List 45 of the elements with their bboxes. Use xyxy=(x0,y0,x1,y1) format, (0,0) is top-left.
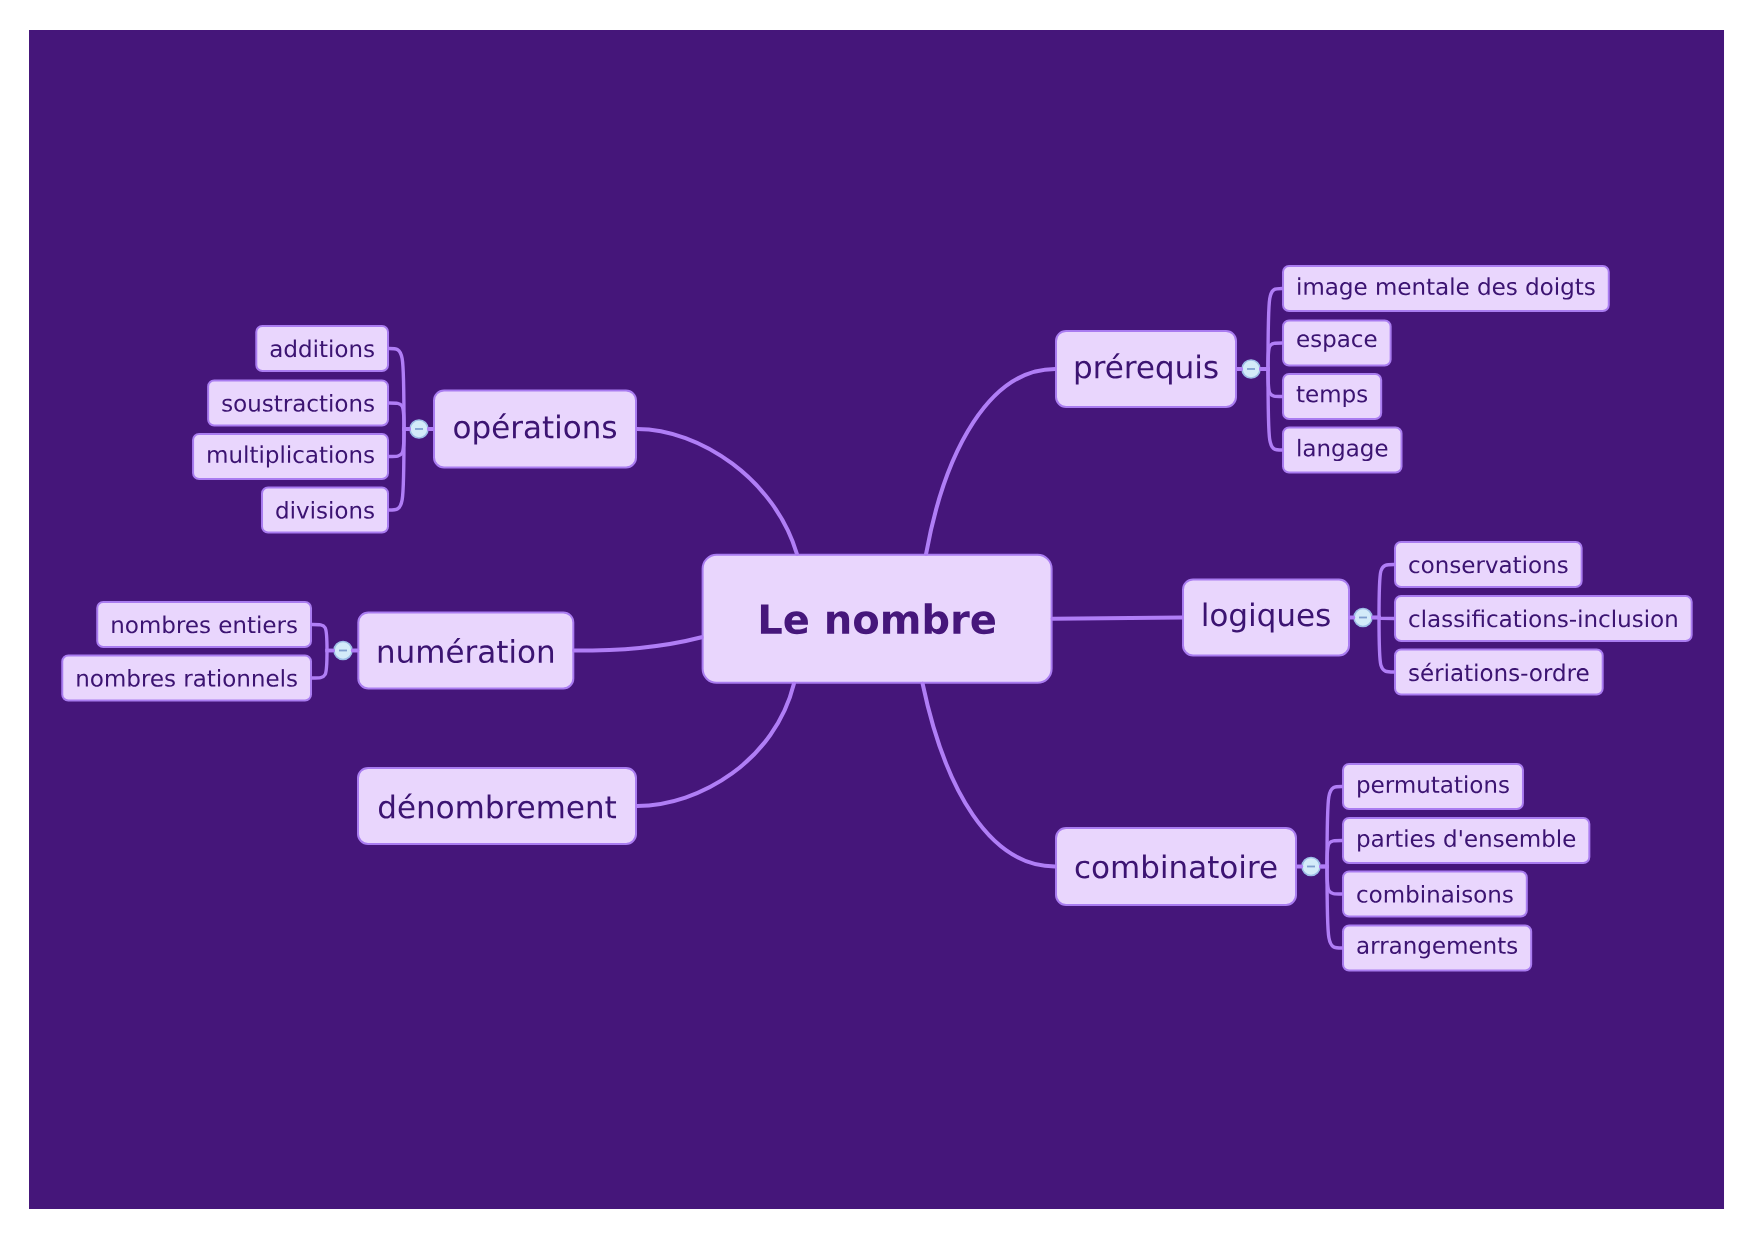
collapse-icon xyxy=(1353,607,1373,628)
branch-line xyxy=(924,367,1057,556)
topic-box: logiques xyxy=(1182,578,1350,657)
branch-line xyxy=(426,427,435,431)
branch-line xyxy=(310,648,335,680)
subtopic-box: permutations xyxy=(1342,763,1524,810)
branch-line xyxy=(920,681,1057,869)
subtopic-box: espace xyxy=(1282,319,1392,367)
central-topic-box: Le nombre xyxy=(701,553,1053,684)
subtopic-box: nombres rationnels xyxy=(61,654,312,702)
subtopic-box: langage xyxy=(1282,426,1403,474)
subtopic-box: additions xyxy=(255,325,389,372)
subtopic-box: conservations xyxy=(1394,541,1583,588)
branch-line xyxy=(1371,615,1396,674)
branch-line xyxy=(387,427,411,512)
branch-line xyxy=(572,635,704,653)
topic-box: numération xyxy=(357,611,575,690)
subtopic-box: soustractions xyxy=(207,379,389,427)
subtopic-box: image mentale des doigts xyxy=(1282,265,1610,312)
topic-box: prérequis xyxy=(1055,330,1237,408)
branch-line xyxy=(635,427,799,556)
topic-box: dénombrement xyxy=(357,767,637,845)
branch-line xyxy=(1319,864,1344,950)
subtopic-box: divisions xyxy=(261,486,389,534)
subtopic-box: classifications-inclusion xyxy=(1394,595,1693,642)
subtopic-box: arrangements xyxy=(1342,924,1533,972)
subtopic-box: parties d'ensemble xyxy=(1342,817,1591,864)
branch-line xyxy=(350,648,360,653)
branch-line xyxy=(1259,367,1284,452)
topic-box: combinatoire xyxy=(1055,827,1297,906)
branch-line xyxy=(1235,367,1244,371)
subtopic-box: sériations-ordre xyxy=(1394,648,1604,696)
branch-line xyxy=(1050,615,1184,621)
subtopic-box: temps xyxy=(1282,373,1383,420)
collapse-icon xyxy=(1241,359,1261,379)
subtopic-box: combinaisons xyxy=(1342,870,1528,918)
collapse-icon xyxy=(409,419,429,439)
branch-line xyxy=(1295,864,1304,869)
collapse-icon xyxy=(333,640,353,661)
subtopic-box: multiplications xyxy=(192,433,389,480)
branch-line xyxy=(1348,615,1356,620)
topic-box: opérations xyxy=(433,389,637,469)
branch-line xyxy=(635,681,796,808)
subtopic-box: nombres entiers xyxy=(96,601,312,648)
collapse-icon xyxy=(1301,856,1321,877)
